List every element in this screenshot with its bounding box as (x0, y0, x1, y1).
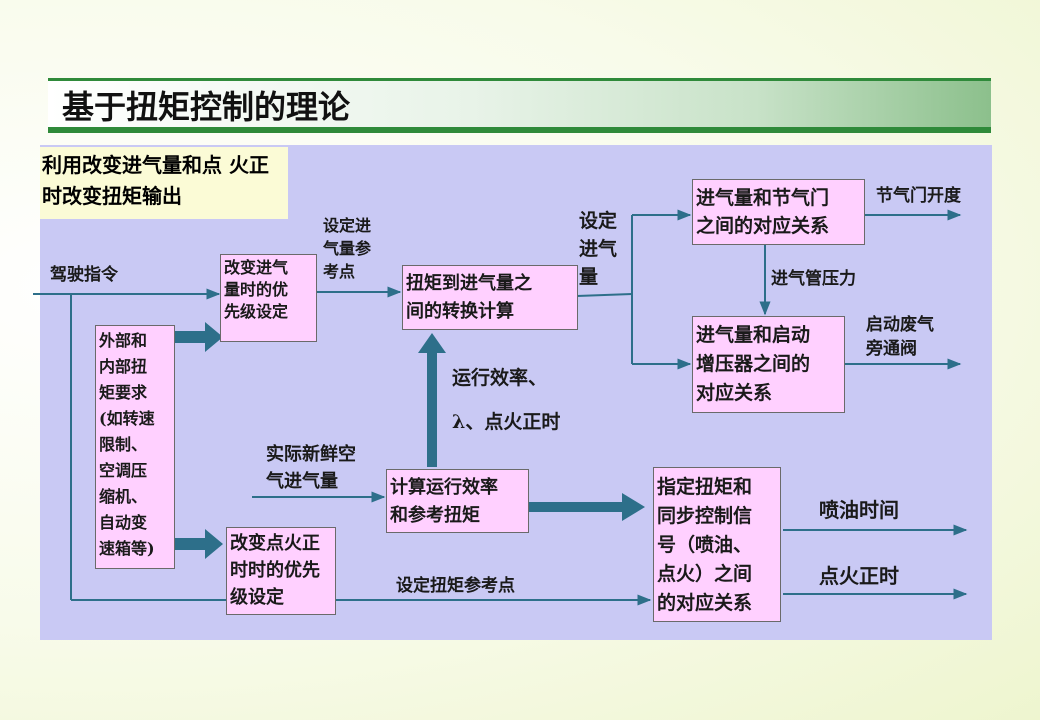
efficiency-calc-box: 计算运行效率 和参考扭矩 (386, 469, 529, 533)
air-throttle-box: 进气量和节气门 之间的对应关系 (692, 179, 865, 245)
label-ignition-timing: 点火正时 (819, 564, 899, 588)
subtitle: 利用改变进气量和点 火正时改变扭矩输出 (40, 147, 288, 219)
thick-arrow-external-to-ignition (175, 529, 223, 559)
label-set-air-ref: 设定进 气量参 考点 (323, 216, 372, 281)
label-set-torque-ref: 设定扭矩参考点 (396, 576, 515, 596)
page-title: 基于扭矩控制的理论 (62, 88, 351, 126)
air-turbo-box: 进气量和启动 增压器之间的 对应关系 (692, 316, 845, 413)
thick-arrow-efficiency-up (418, 333, 446, 467)
label-efficiency: 运行效率、 λ、点火正时 (452, 367, 561, 433)
label-injection-time: 喷油时间 (819, 498, 899, 522)
label-driver-command: 驾驶指令 (50, 265, 118, 285)
title-bar (48, 78, 991, 133)
label-manifold-pressure: 进气管压力 (771, 269, 856, 289)
label-set-air: 设定 进气 量 (579, 210, 618, 288)
intake-priority-box: 改变进气 量时的优 先级设定 (220, 254, 317, 342)
external-internal-torque-box: 外部和 内部扭 矩要求 (如转速 限制、 空调压 缩机、 自动变 速箱等) (95, 325, 175, 569)
label-throttle-opening: 节气门开度 (876, 186, 961, 206)
thick-arrow-external-to-intake (175, 322, 223, 352)
torque-sync-box: 指定扭矩和 同步控制信 号（喷油、 点火）之间 的对应关系 (653, 467, 781, 622)
label-wastegate: 启动废气 旁通阀 (866, 315, 934, 359)
label-actual-air: 实际新鲜空 气进气量 (266, 444, 356, 492)
ignition-priority-box: 改变点火正 时时的优先 级设定 (226, 527, 336, 615)
torque-to-air-box: 扭矩到进气量之 间的转换计算 (402, 265, 578, 330)
thick-arrow-efficiency-to-sync (529, 493, 645, 521)
line-set-air (576, 293, 633, 297)
